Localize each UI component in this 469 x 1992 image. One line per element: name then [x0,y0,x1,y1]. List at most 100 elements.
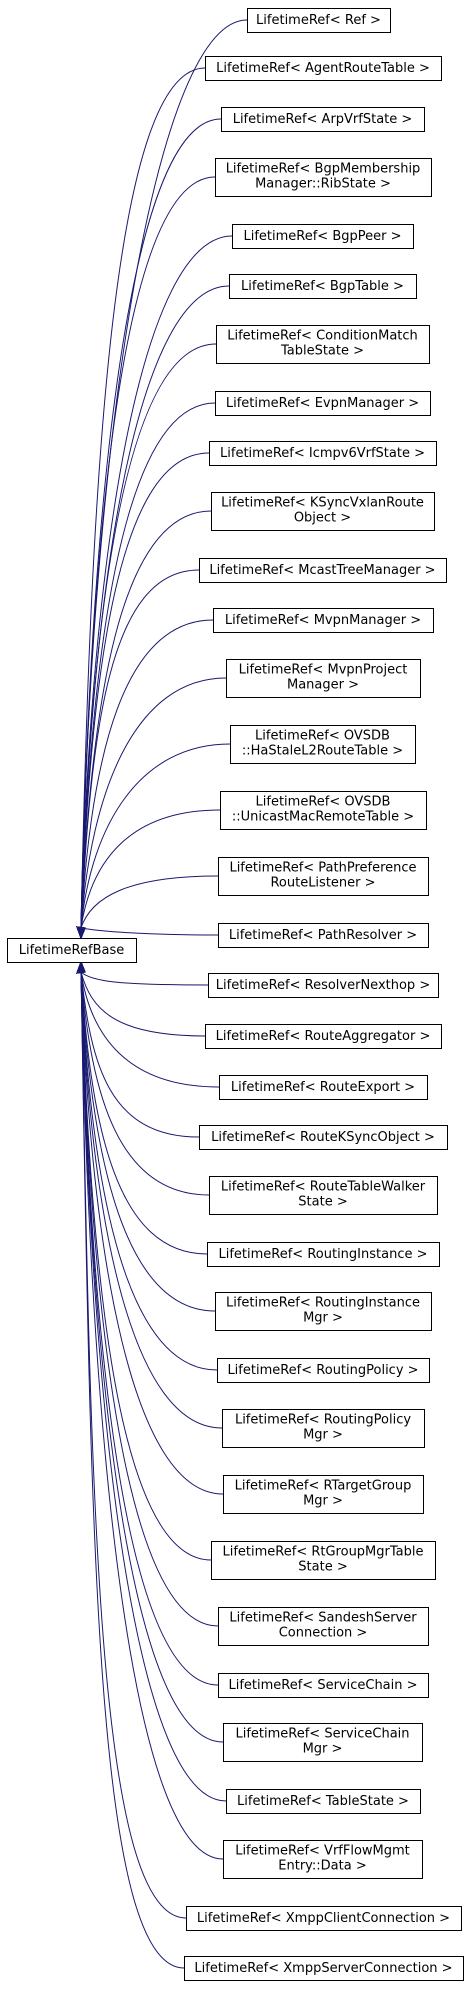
derived-class-node[interactable]: LifetimeRef< ServiceChain > [218,1673,429,1698]
derived-class-box [232,224,414,249]
derived-class-label-line: LifetimeRef< ConditionMatch [227,329,418,344]
derived-class-label: LifetimeRef< Icmpv6VrfState > [220,446,425,461]
base-class-box [7,938,137,963]
derived-class-node[interactable]: LifetimeRef< Ref > [247,8,391,33]
derived-class-label-line: LifetimeRef< SandeshServer [229,1611,417,1626]
derived-class-box [223,1475,424,1514]
inheritance-edge [80,677,227,929]
inheritance-edge [80,619,214,929]
derived-class-label: LifetimeRef< MvpnManager > [225,613,421,628]
derived-class-label-line: LifetimeRef< RoutingPolicy [235,1413,411,1428]
derived-class-box [186,1906,462,1931]
derived-class-label-line: Mgr > [303,1428,343,1443]
derived-class-label: LifetimeRef< PathResolver > [229,928,417,943]
derived-class-label-line: Mgr > [303,1494,343,1509]
derived-class-node[interactable]: LifetimeRef< XmppServerConnection > [184,1956,464,1981]
derived-class-box [226,1789,421,1814]
derived-class-box [247,8,391,33]
inheritance-edge [80,875,219,929]
inheritance-edge [80,971,200,1138]
derived-class-box [223,1840,423,1879]
inheritance-arrowhead [76,926,86,940]
inheritance-edge [80,927,219,936]
derived-class-box [213,608,434,633]
derived-class-label: LifetimeRef< RouteAggregator > [216,1029,431,1044]
derived-class-node[interactable]: LifetimeRef< RouteAggregator > [205,1024,442,1049]
derived-class-box [211,492,435,531]
derived-class-label-line: LifetimeRef< RtGroupMgrTable [223,1545,424,1560]
derived-class-node[interactable]: LifetimeRef< BgpMembershipManager::RibSt… [215,158,432,197]
derived-class-label-line: LifetimeRef< MvpnProject [239,663,408,678]
derived-class-label-line: LifetimeRef< RoutingInstance [226,1296,420,1311]
derived-class-box [218,1673,429,1698]
derived-class-node[interactable]: LifetimeRef< RouteExport > [219,1075,428,1100]
derived-class-label-line: Mgr > [303,1311,343,1326]
derived-class-node[interactable]: LifetimeRef< BgpPeer > [232,224,414,249]
derived-class-label: LifetimeRef< BgpPeer > [243,229,401,244]
inheritance-edge [80,971,185,1969]
inheritance-edge [80,971,224,1860]
derived-class-label-line: LifetimeRef< ServiceChain [235,1727,409,1742]
derived-class-label: LifetimeRef< RouteExport > [231,1080,415,1095]
derived-class-label-line: LifetimeRef< RouteTableWalker [221,1180,426,1195]
inheritance-edge [80,343,217,929]
derived-class-label: LifetimeRef< TableState > [237,1794,409,1809]
inheritance-edge [80,971,223,1429]
inheritance-edge [80,971,220,1088]
derived-class-box [218,923,429,948]
derived-class-node[interactable]: LifetimeRef< RoutingPolicy > [217,1358,430,1383]
inheritance-edge [80,971,210,1196]
derived-class-node[interactable]: LifetimeRef< BgpTable > [229,274,417,299]
derived-class-node[interactable]: LifetimeRef< EvpnManager > [215,391,431,416]
derived-class-node[interactable]: LifetimeRef< ArpVrfState > [221,107,425,132]
base-class-label: LifetimeRefBase [19,943,124,958]
derived-class-node[interactable]: LifetimeRef< TableState > [226,1789,421,1814]
derived-class-label: LifetimeRef< XmppClientConnection > [197,1911,450,1926]
inheritance-edge [80,971,216,1312]
derived-class-box [223,1723,423,1762]
derived-class-label-line: State > [298,1560,347,1575]
derived-class-node[interactable]: LifetimeRef< MvpnManager > [213,608,434,633]
inheritance-edge [80,971,219,1627]
derived-class-label-line: Mgr > [303,1742,343,1757]
derived-class-label: LifetimeRef< XmppServerConnection > [194,1961,452,1976]
class-nodes: LifetimeRefBase LifetimeRef< Ref > Lifetim… [7,8,464,1981]
derived-class-node[interactable]: LifetimeRef< AgentRouteTable > [205,56,442,81]
derived-class-node[interactable]: LifetimeRef< RouteKSyncObject > [199,1125,448,1150]
inheritance-edge [80,971,187,1919]
derived-class-label-line: LifetimeRef< VrfFlowMgmt [235,1844,410,1859]
derived-class-label: LifetimeRef< RouteKSyncObject > [211,1130,435,1145]
inheritance-edge [80,971,224,1495]
derived-class-box [219,1075,428,1100]
derived-class-node[interactable]: LifetimeRef< XmppClientConnection > [186,1906,462,1931]
inheritance-edges [76,19,248,1969]
derived-class-node[interactable]: LifetimeRef< OVSDB::UnicastMacRemoteTabl… [220,791,427,830]
derived-class-label: LifetimeRef< EvpnManager > [226,396,419,411]
derived-class-node[interactable]: LifetimeRef< Icmpv6VrfState > [209,441,437,466]
derived-class-node[interactable]: LifetimeRef< ResolverNexthop > [208,973,439,998]
inheritance-edge [80,743,231,929]
derived-class-node[interactable]: LifetimeRef< PathPreferenceRouteListener… [218,857,429,896]
derived-class-node[interactable]: LifetimeRef< McastTreeManager > [199,558,447,583]
derived-class-node[interactable]: LifetimeRef< RoutingInstance > [207,1242,440,1267]
base-class-node[interactable]: LifetimeRefBase [7,938,137,963]
derived-class-node[interactable]: LifetimeRef< PathResolver > [218,923,429,948]
derived-class-box [215,158,432,197]
derived-class-label-line: Manager > [287,678,359,693]
derived-class-box [222,1409,425,1448]
derived-class-label-line: LifetimeRef< OVSDB [255,729,390,744]
derived-class-node[interactable]: LifetimeRef< OVSDB::HaStaleL2RouteTable … [230,725,416,764]
derived-class-label: LifetimeRef< Ref > [256,13,381,28]
